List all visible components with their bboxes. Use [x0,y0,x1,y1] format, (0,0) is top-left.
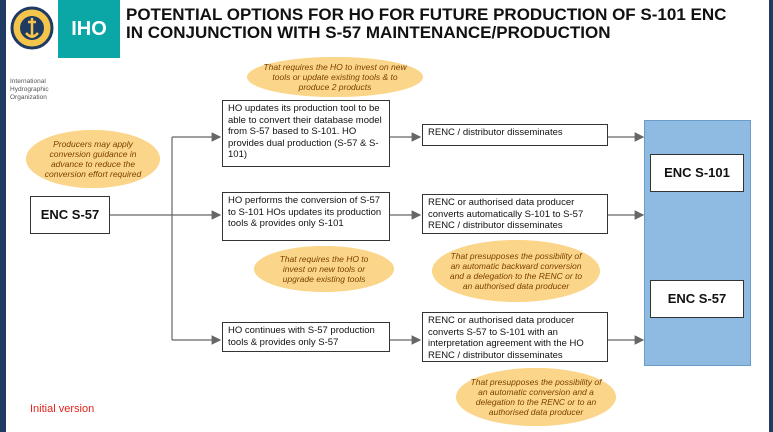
enc-s57-source-box: ENC S-57 [30,196,110,234]
option3-note-callout: That presupposes the possibility of an a… [456,368,616,426]
enc-s101-output-box: ENC S-101 [650,154,744,192]
option1-action-box: HO updates its production tool to be abl… [222,100,390,167]
version-status-text: Initial version [30,403,95,415]
title-line-2: IN CONJUNCTION WITH S-57 MAINTENANCE/PRO… [126,23,611,42]
title-line-1: POTENTIAL OPTIONS FOR HO FOR FUTURE PROD… [126,6,727,24]
option3-distribution-box: RENC or authorised data producer convert… [422,312,608,362]
org-line: Hydrographic [10,86,49,93]
right-frame-border [769,0,773,432]
option2-left-note-text: That requires the HO to invest on new to… [279,254,369,284]
org-line: Organization [10,94,47,101]
org-line: International [10,78,46,85]
page-title: POTENTIAL OPTIONS FOR HO FOR FUTURE PROD… [126,6,773,42]
enc-s57-output-box: ENC S-57 [650,280,744,318]
option2-action-box: HO performs the conversion of S-57 to S-… [222,192,390,241]
organization-name: International Hydrographic Organization [10,78,66,102]
option2-right-note-callout: That presupposes the possibility of an a… [432,240,600,302]
option2-distribution-box: RENC or authorised data producer convert… [422,194,608,234]
option1-distribution-box: RENC / distributor disseminates [422,124,608,146]
anchor-emblem-icon [10,6,54,50]
option1-note-callout: That requires the HO to invest on new to… [247,57,423,97]
option1-note-text: That requires the HO to invest on new to… [263,62,407,92]
option3-action-box: HO continues with S-57 production tools … [222,322,390,352]
iho-logo: IHO [58,0,120,58]
producers-note-text: Producers may apply conversion guidance … [44,139,142,179]
left-frame-border [0,0,6,432]
option2-right-note-text: That presupposes the possibility of an a… [449,251,583,291]
iho-emblem [6,0,58,58]
option2-left-note-callout: That requires the HO to invest on new to… [254,246,394,292]
producers-note-callout: Producers may apply conversion guidance … [26,130,160,188]
option3-note-text: That presupposes the possibility of an a… [470,377,602,417]
